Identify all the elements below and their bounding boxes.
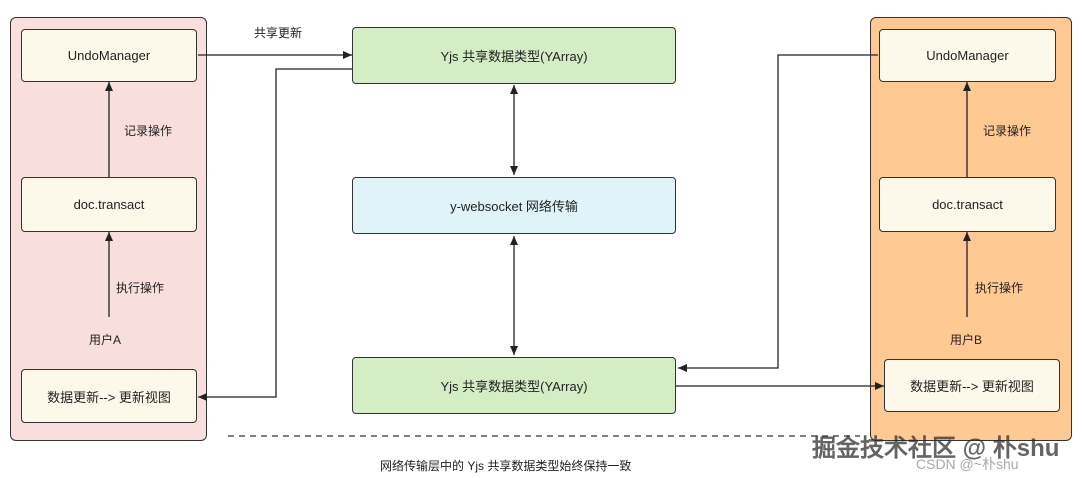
- arrow-b-to-bottom-yarray: [678, 54, 878, 372]
- arrow-top-yarray-to-a-view: [198, 68, 352, 401]
- user-a-record-label: 记录操作: [124, 124, 173, 138]
- user-a-execute-label: 执行操作: [116, 281, 165, 295]
- shared-update-label: 共享更新: [254, 26, 303, 40]
- footer-caption: 网络传输层中的 Yjs 共享数据类型始终保持一致: [380, 459, 632, 473]
- user-b-undo-manager: UndoManager: [879, 29, 1056, 82]
- user-b-execute-label: 执行操作: [975, 281, 1024, 295]
- top-yarray: Yjs 共享数据类型(YArray): [352, 27, 676, 84]
- user-a-undo-manager: UndoManager: [21, 29, 197, 82]
- bottom-yarray-label: Yjs 共享数据类型(YArray): [440, 379, 588, 394]
- watermark-main: 掘金技术社区 @ 朴shu: [812, 435, 1060, 462]
- user-a-transact: doc.transact: [21, 177, 197, 232]
- websocket-transport: y-websocket 网络传输: [352, 177, 676, 234]
- websocket-label: y-websocket 网络传输: [450, 199, 578, 214]
- user-a-transact-label: doc.transact: [73, 197, 145, 212]
- user-b-update-view: 数据更新--> 更新视图: [884, 359, 1060, 412]
- user-a-update-view: 数据更新--> 更新视图: [21, 369, 197, 423]
- user-b-transact: doc.transact: [879, 177, 1056, 232]
- user-b-transact-label: doc.transact: [932, 197, 1003, 212]
- user-b-record-label: 记录操作: [983, 124, 1032, 138]
- watermark-sub: CSDN @~朴shu: [916, 456, 1019, 472]
- user-b-undo-manager-label: UndoManager: [926, 48, 1009, 63]
- user-a-user-label: 用户A: [89, 333, 122, 347]
- user-b-user-label: 用户B: [950, 333, 983, 347]
- bottom-yarray: Yjs 共享数据类型(YArray): [352, 357, 676, 414]
- user-a-update-view-label: 数据更新--> 更新视图: [47, 389, 171, 405]
- user-b-update-view-label: 数据更新--> 更新视图: [910, 379, 1034, 394]
- top-yarray-label: Yjs 共享数据类型(YArray): [440, 49, 588, 64]
- user-a-undo-manager-label: UndoManager: [67, 48, 151, 63]
